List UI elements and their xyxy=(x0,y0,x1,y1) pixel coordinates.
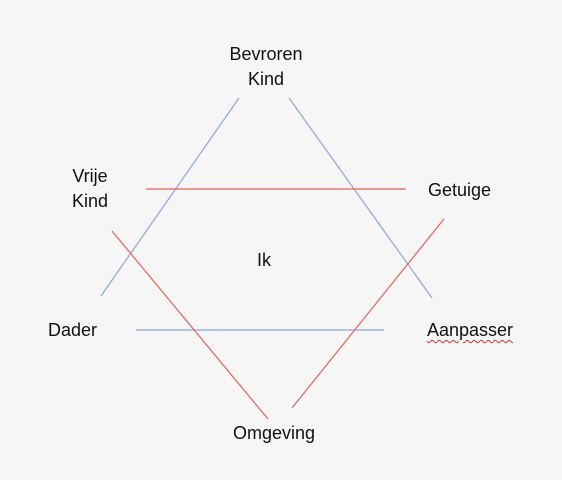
label-bevroren-kind: Bevroren Kind xyxy=(216,42,316,92)
label-bevroren-kind-line1: Bevroren xyxy=(229,44,303,64)
red-line-left xyxy=(111,230,269,420)
label-aanpasser: Aanpasser xyxy=(427,320,514,340)
label-vrije-kind-line1: Vrije xyxy=(72,166,108,186)
label-dader: Dader xyxy=(48,320,98,340)
label-ik: Ik xyxy=(256,250,271,270)
label-omgeving: Omgeving xyxy=(232,423,316,443)
red-line-right xyxy=(291,218,445,409)
label-vrije-kind-line2: Kind xyxy=(71,191,109,211)
label-bevroren-kind-line2: Kind xyxy=(247,69,285,89)
blue-line-top-right xyxy=(288,97,433,299)
label-vrije-kind: Vrije Kind xyxy=(50,164,130,214)
blue-line-top-left xyxy=(100,97,240,297)
label-getuige: Getuige xyxy=(428,180,492,200)
